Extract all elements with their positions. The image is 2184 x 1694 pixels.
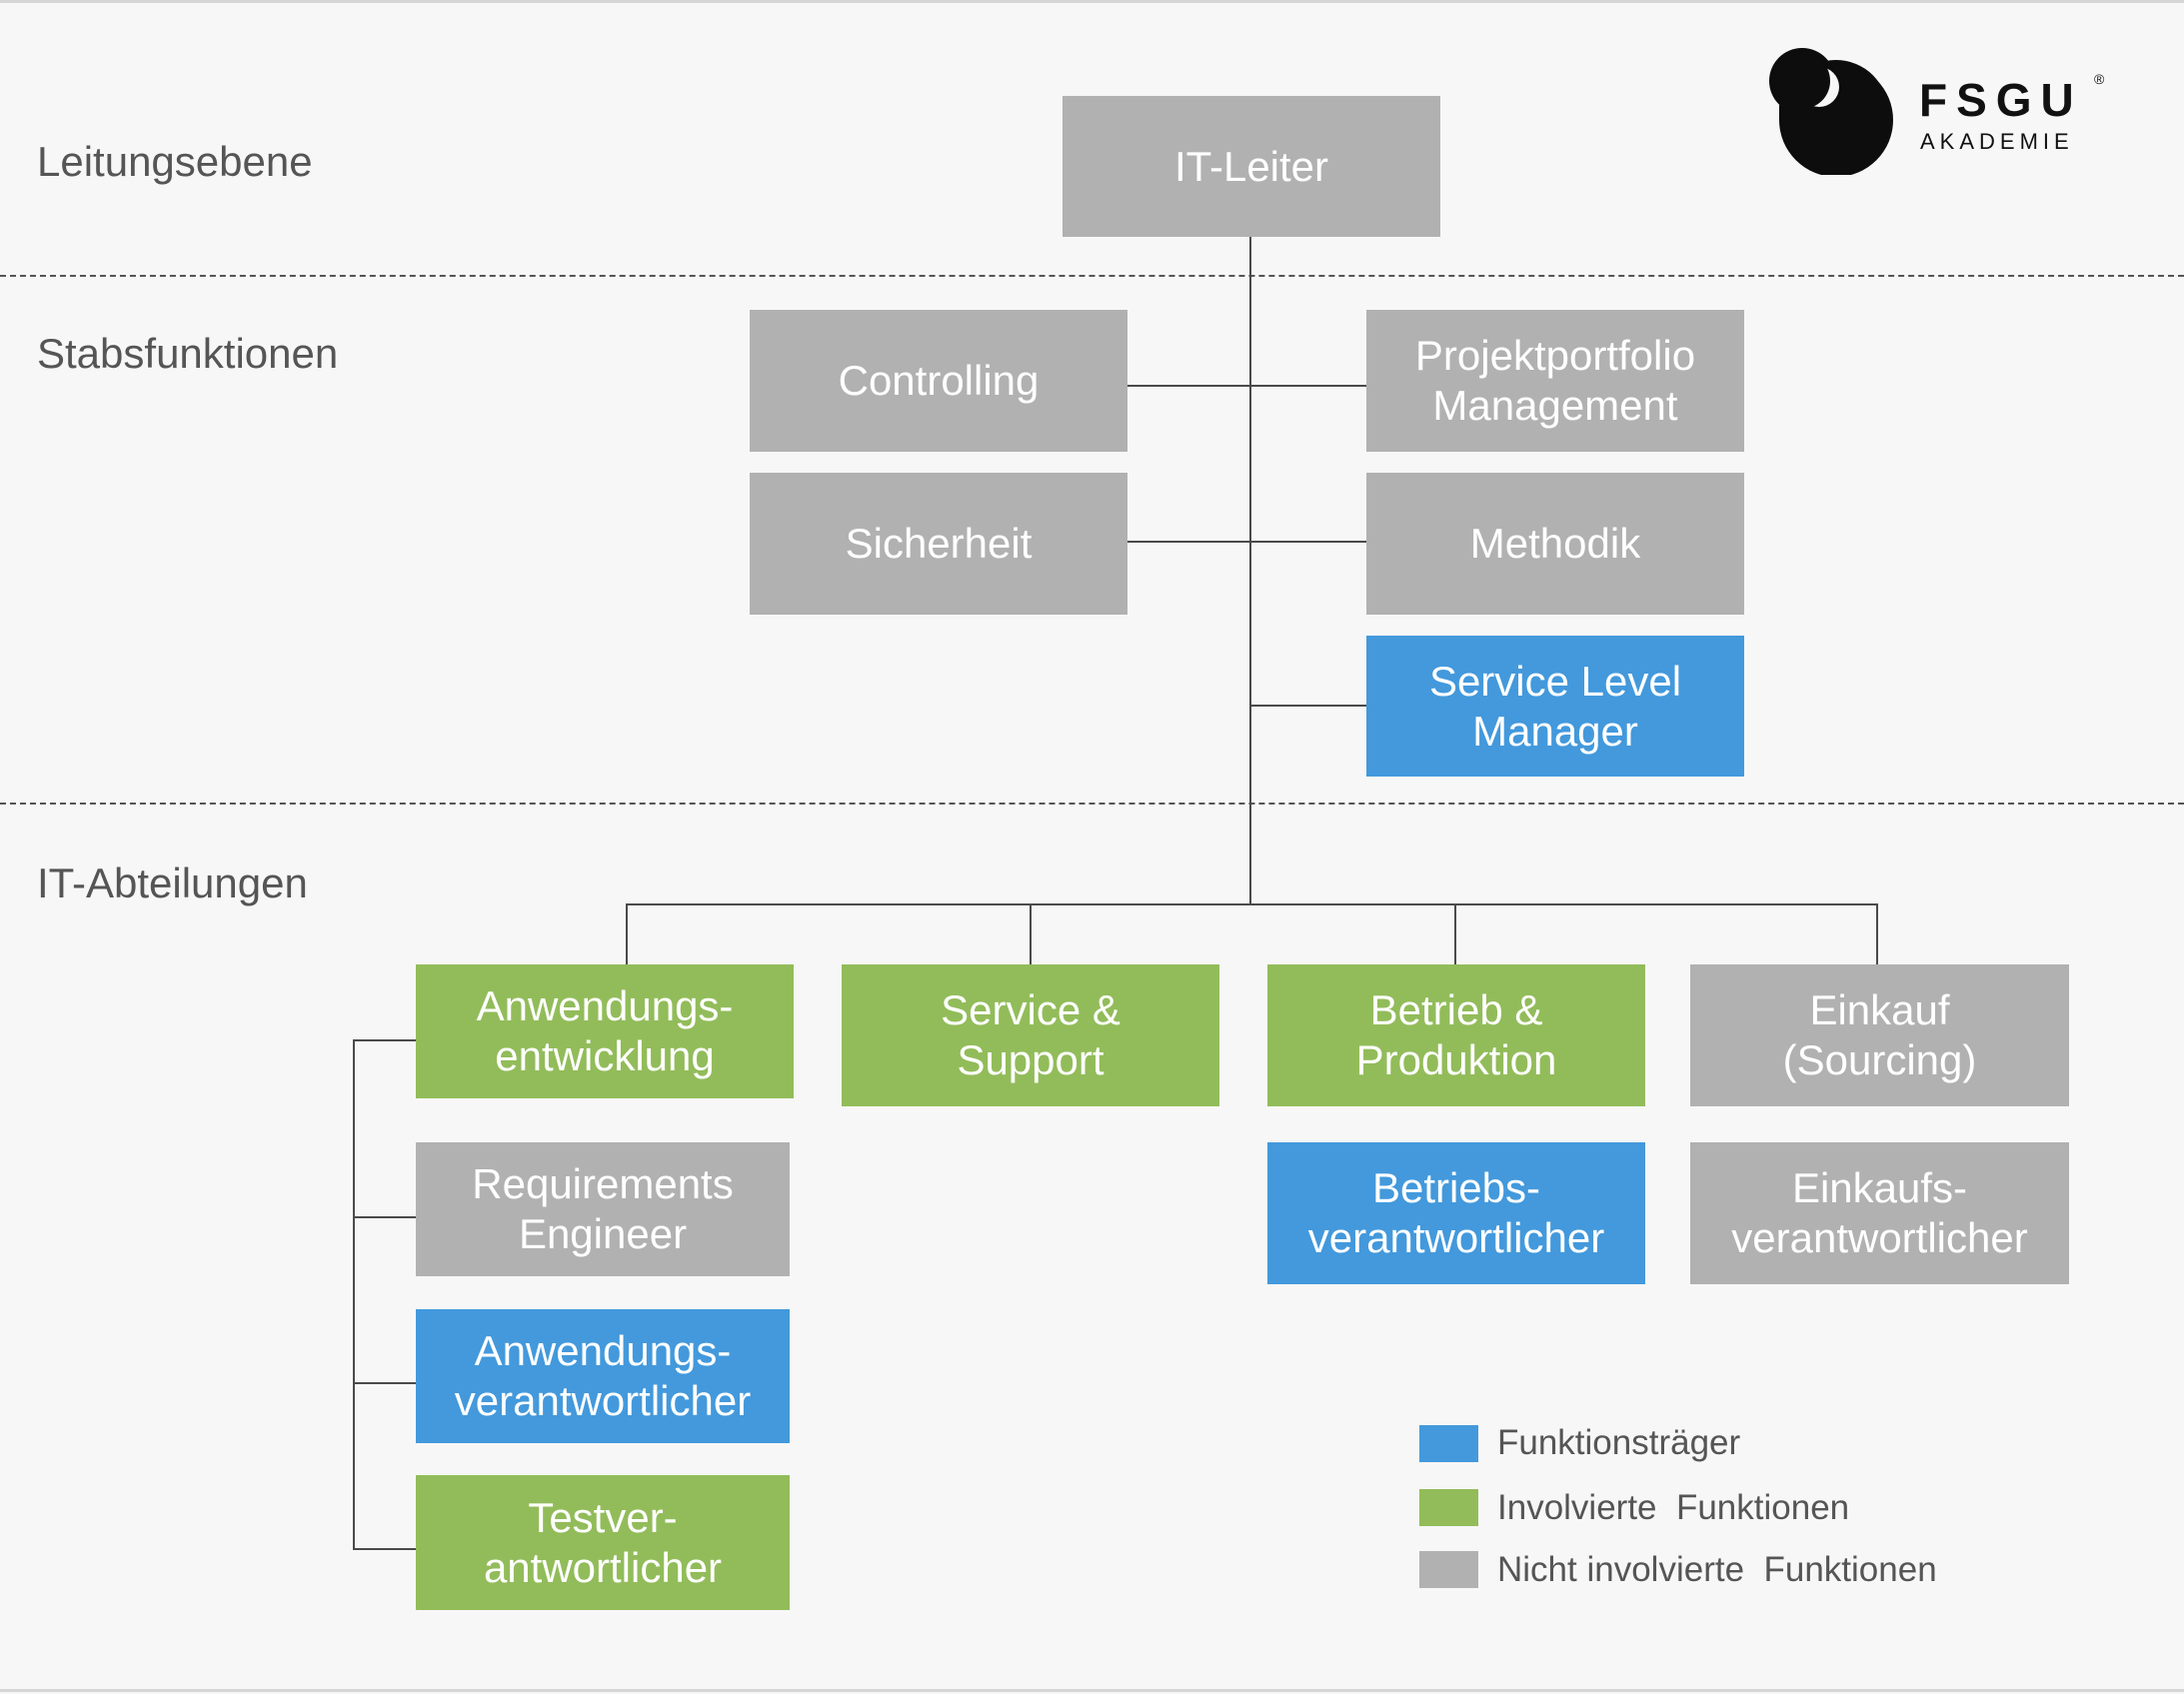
- box-einkaufsverantwortlicher: Einkaufs- verantwortlicher: [1690, 1142, 2069, 1284]
- box-projektportfolio-management: Projektportfolio Management: [1366, 310, 1744, 452]
- logo-registered-mark: ®: [2094, 71, 2105, 87]
- drop-betrieb-produktion: [1454, 903, 1456, 964]
- bottom-border: [0, 1689, 2184, 1692]
- main-vertical-connector: [1249, 236, 1251, 905]
- legend-label-nicht-involvierte: Nicht involvierte Funktionen: [1497, 1550, 1937, 1589]
- legend-swatch-funktionstraeger: [1419, 1425, 1478, 1462]
- tick-anwendungsentwicklung: [353, 1039, 416, 1041]
- box-controlling: Controlling: [750, 310, 1127, 452]
- box-requirements-engineer: Requirements Engineer: [416, 1142, 790, 1276]
- sub-vertical-connector: [353, 1039, 355, 1549]
- tick-testverantwortlicher: [353, 1548, 416, 1550]
- drop-einkauf: [1876, 903, 1878, 964]
- department-horizontal-connector: [626, 903, 1878, 905]
- section-label-stabsfunktionen: Stabsfunktionen: [37, 330, 339, 377]
- connector-row-2: [1127, 541, 1366, 543]
- box-betrieb-produktion: Betrieb & Produktion: [1267, 964, 1645, 1106]
- box-testverantwortlicher: Testver- antwortlicher: [416, 1475, 790, 1610]
- section-label-it-abteilungen: IT-Abteilungen: [37, 859, 308, 906]
- divider-leitung-stab: [0, 275, 2184, 277]
- legend-label-involvierte: Involvierte Funktionen: [1497, 1488, 1850, 1527]
- box-methodik: Methodik: [1366, 473, 1744, 615]
- logo-brand-text: FSGU: [1919, 74, 2083, 126]
- box-it-leiter: IT-Leiter: [1063, 96, 1440, 237]
- legend-swatch-involvierte: [1419, 1489, 1478, 1526]
- box-anwendungsentwicklung: Anwendungs- entwicklung: [416, 964, 794, 1098]
- box-service-level-manager: Service Level Manager: [1366, 636, 1744, 777]
- fsgu-akademie-logo: FSGU ® AKADEMIE: [1769, 45, 2119, 175]
- drop-anwendungsentwicklung: [626, 903, 628, 964]
- box-anwendungsverantwortlicher: Anwendungs- verantwortlicher: [416, 1309, 790, 1443]
- section-label-leitungsebene: Leitungsebene: [37, 138, 313, 185]
- drop-service-support: [1030, 903, 1032, 964]
- logo-sub-text: AKADEMIE: [1920, 129, 2074, 154]
- box-einkauf-sourcing: Einkauf (Sourcing): [1690, 964, 2069, 1106]
- connector-row-1: [1127, 385, 1366, 387]
- tick-requirements: [353, 1216, 416, 1218]
- logo-mark-icon: [1769, 48, 1893, 175]
- tick-anwendungsverantwortlicher: [353, 1382, 416, 1384]
- top-border: [0, 0, 2184, 3]
- legend-label-funktionstraeger: Funktionsträger: [1497, 1423, 1741, 1462]
- box-sicherheit: Sicherheit: [750, 473, 1127, 615]
- legend-swatch-nicht-involvierte: [1419, 1551, 1478, 1588]
- box-service-support: Service & Support: [842, 964, 1219, 1106]
- box-betriebsverantwortlicher: Betriebs- verantwortlicher: [1267, 1142, 1645, 1284]
- divider-stab-abteilungen: [0, 803, 2184, 805]
- connector-service-level: [1249, 705, 1366, 707]
